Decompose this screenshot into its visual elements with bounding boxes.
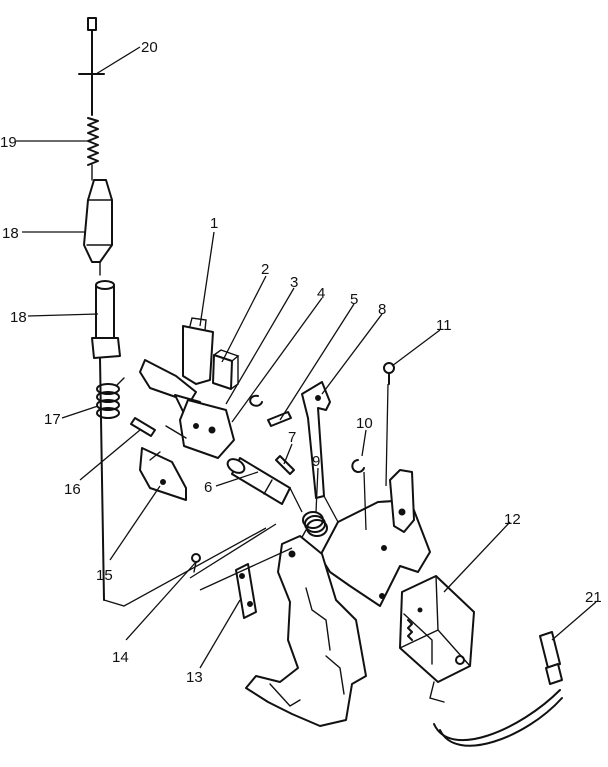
main-base-plate [319, 469, 431, 607]
part-6-cylinder [226, 457, 291, 505]
part-13-link-bar [235, 563, 257, 619]
part-5-pin [267, 411, 292, 427]
part-18-upper-knob [83, 179, 113, 276]
label-part-11: 11 [436, 317, 452, 334]
label-part-17: 17 [44, 411, 61, 428]
label-part-8: 8 [378, 301, 386, 318]
part-7-pin [275, 455, 295, 475]
label-part-13: 13 [186, 669, 203, 686]
label-part-3: 3 [290, 274, 298, 291]
part-15-bracket-plate [139, 447, 187, 501]
label-part-19: 19 [0, 134, 17, 151]
part-12-switch-housing [399, 575, 475, 703]
part-14-screw [191, 553, 201, 573]
part-11-screw [383, 362, 395, 385]
label-part-18-upper: 18 [2, 225, 19, 242]
part-18-lower-shaft [91, 280, 121, 601]
label-part-16: 16 [64, 481, 81, 498]
label-part-2: 2 [261, 261, 269, 278]
part-9-torsion-spring [295, 511, 328, 549]
part-2-block [212, 349, 240, 390]
label-part-20: 20 [141, 39, 158, 56]
label-part-1: 1 [210, 215, 218, 232]
part-19-spring [87, 117, 99, 181]
part-21-wire-harness [433, 631, 563, 747]
label-part-6: 6 [204, 479, 212, 496]
label-part-9: 9 [312, 453, 320, 470]
label-part-14: 14 [112, 649, 129, 666]
label-part-5: 5 [350, 291, 358, 308]
label-part-15: 15 [96, 567, 113, 584]
label-part-21: 21 [585, 589, 602, 606]
label-part-4: 4 [317, 285, 325, 302]
part-4-e-clip [249, 394, 263, 407]
part-20-actuator-rod [78, 17, 105, 116]
part-10-clip [351, 459, 365, 473]
callout-leader-lines [16, 46, 597, 669]
label-part-10: 10 [356, 415, 373, 432]
part-16-pin [130, 417, 156, 437]
label-part-18-lower: 18 [10, 309, 27, 326]
part-number-labels: 20 19 18 18 1 2 3 4 5 8 11 10 7 9 6 12 2… [0, 39, 602, 686]
label-part-12: 12 [504, 511, 521, 528]
lower-mounting-frame [245, 535, 367, 727]
part-17-coil-spring [96, 377, 125, 419]
assembly-guide-lines [103, 383, 389, 607]
part-8-actuator-arm [301, 381, 331, 499]
label-part-7: 7 [288, 429, 296, 446]
part-3-frame-bracket [165, 399, 235, 459]
